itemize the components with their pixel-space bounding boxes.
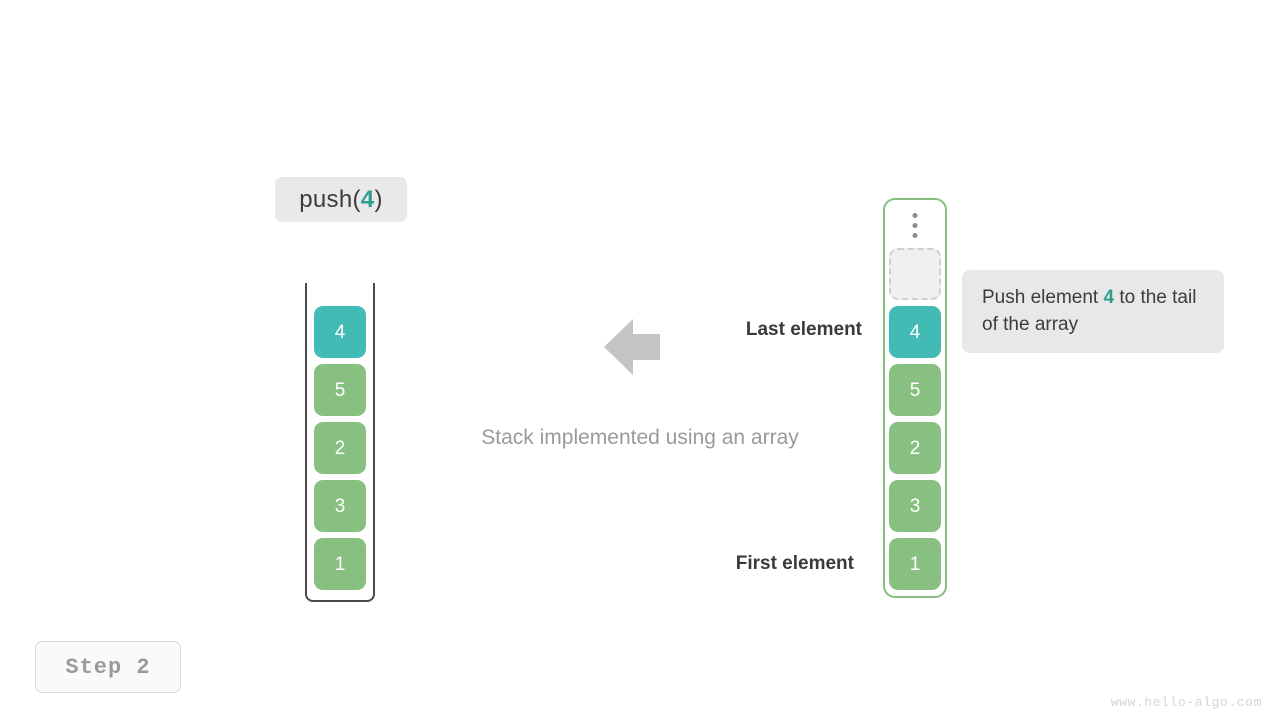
array-cell-list: 4 5 2 3 1 [889,248,941,590]
array-cell: 2 [889,422,941,474]
array-cell: 3 [889,480,941,532]
array-visualization: 4 5 2 3 1 [883,198,947,598]
operation-prefix: push( [299,185,361,213]
operation-argument: 4 [360,185,375,213]
stack-cell: 5 [314,364,366,416]
annotation-text-line2: the tail of the array [982,287,1197,335]
stack-cell-list: 4 5 2 3 1 [314,306,366,590]
left-arrow-icon [603,318,661,376]
annotation-text-after: to [1114,287,1136,308]
stack-cell: 3 [314,480,366,532]
stack-cell: 1 [314,538,366,590]
watermark: www.hello-algo.com [1110,695,1262,710]
last-element-label: Last element [745,319,862,340]
annotation-box: Push element 4 to the tail of the array [962,270,1224,354]
array-cell: 4 [889,306,941,358]
array-empty-slot [889,248,941,300]
operation-suffix: ) [374,185,383,213]
diagram-caption: Stack implemented using an array [481,426,799,449]
stack-cell: 4 [314,306,366,358]
array-cell: 5 [889,364,941,416]
vertical-ellipsis-icon [912,213,918,238]
stack-cell: 2 [314,422,366,474]
annotation-text-before: Push element [982,287,1104,308]
annotation-highlight-value: 4 [1103,287,1115,308]
first-element-label: First element [735,553,854,574]
step-badge: Step 2 [35,641,181,693]
array-cell: 1 [889,538,941,590]
stack-container-outline [305,283,375,602]
operation-label: push(4) [275,177,407,222]
stack-visualization: 4 5 2 3 1 [305,283,375,602]
